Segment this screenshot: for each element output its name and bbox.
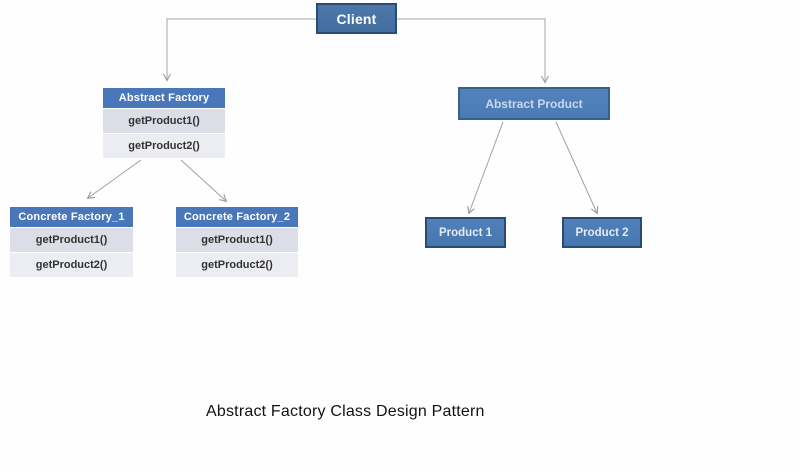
abstract-factory-table: Abstract Factory getProduct1() getProduc… <box>103 88 225 158</box>
product-2-node-label: Product 2 <box>575 226 629 239</box>
abstract-product-to-product2-connector <box>555 121 599 215</box>
abstract-factory-method-2: getProduct2() <box>103 133 225 158</box>
concrete-factory-1-table: Concrete Factory_1 getProduct1() getProd… <box>10 207 133 277</box>
client-to-abstract-factory-connector <box>162 18 316 82</box>
concrete-factory-2-method-2: getProduct2() <box>176 252 298 277</box>
product-1-node-label: Product 1 <box>438 226 493 239</box>
concrete-factory-1-method-2: getProduct2() <box>10 252 133 277</box>
client-to-abstract-product-connector <box>397 18 550 84</box>
abstract-factory-method-1: getProduct1() <box>103 108 225 133</box>
abstract-product-node: Abstract Product <box>458 87 610 120</box>
concrete-factory-1-title: Concrete Factory_1 <box>10 207 133 227</box>
client-node: Client <box>316 3 397 34</box>
abstract-factory-to-concrete-factory2-connector <box>180 159 228 203</box>
abstract-product-node-label: Abstract Product <box>485 96 583 111</box>
product-1-node: Product 1 <box>425 217 506 248</box>
concrete-factory-2-method-1: getProduct1() <box>176 227 298 252</box>
product-2-node: Product 2 <box>562 217 642 248</box>
concrete-factory-1-method-1: getProduct1() <box>10 227 133 252</box>
concrete-factory-2-table: Concrete Factory_2 getProduct1() getProd… <box>176 207 298 277</box>
abstract-factory-title: Abstract Factory <box>103 88 225 108</box>
client-node-label: Client <box>336 10 377 27</box>
diagram-caption: Abstract Factory Class Design Pattern <box>206 403 485 420</box>
abstract-factory-to-concrete-factory1-connector <box>86 159 142 200</box>
abstract-product-to-product1-connector <box>467 121 504 215</box>
concrete-factory-2-title: Concrete Factory_2 <box>176 207 298 227</box>
